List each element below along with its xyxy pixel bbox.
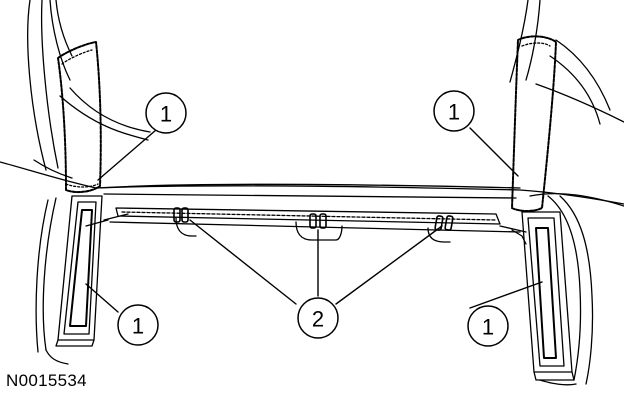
callout-circle-1-lower-left: 1 bbox=[117, 304, 159, 346]
clip-center-a bbox=[309, 213, 317, 229]
header-weatherstrip-rail bbox=[85, 207, 527, 245]
left-body-outline bbox=[27, 0, 151, 365]
clip-center-b bbox=[319, 213, 327, 229]
callout-circle-2: 2 bbox=[297, 297, 339, 339]
left-weatherstrip-channel bbox=[55, 195, 103, 347]
callout-circle-1-upper-right: 1 bbox=[433, 90, 475, 132]
leader-lines bbox=[85, 127, 543, 313]
clip-right-b bbox=[444, 215, 454, 231]
left-pillar-molding bbox=[57, 41, 102, 194]
leader-line bbox=[85, 283, 119, 313]
clip-left-b bbox=[181, 207, 189, 223]
leader-line bbox=[335, 225, 443, 305]
callout-circle-1-lower-right: 1 bbox=[467, 305, 509, 347]
callout-label: 1 bbox=[482, 315, 494, 340]
clip-left-a bbox=[173, 207, 181, 223]
leader-line bbox=[97, 129, 157, 181]
rear-header-panel bbox=[0, 161, 624, 205]
right-weatherstrip-channel bbox=[521, 211, 575, 381]
figure-id-label: N0015534 bbox=[6, 371, 87, 390]
leader-line bbox=[469, 281, 543, 309]
callout-label: 2 bbox=[312, 307, 324, 332]
leader-line bbox=[469, 127, 519, 177]
callout-label: 1 bbox=[132, 314, 144, 339]
right-pillar-molding bbox=[511, 35, 557, 212]
right-body-outline bbox=[509, 0, 624, 386]
callout-label: 1 bbox=[160, 102, 172, 127]
leader-line bbox=[189, 219, 297, 305]
callout-circle-1-upper-left: 1 bbox=[145, 92, 187, 134]
callout-label: 1 bbox=[448, 100, 460, 125]
